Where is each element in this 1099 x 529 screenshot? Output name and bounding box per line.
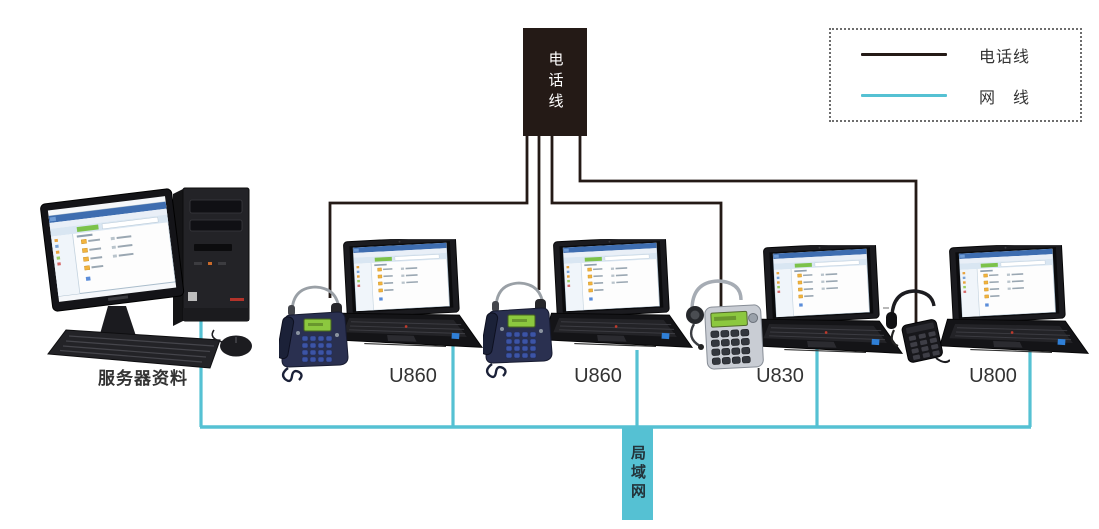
legend-item-network-line: 网 线 <box>861 84 1080 108</box>
phone-wire-u800 <box>578 136 918 336</box>
laptop-u830 <box>752 242 904 366</box>
phone-wire-u860-1 <box>328 136 529 298</box>
server-label: 服务器资料 <box>98 369 188 388</box>
server-monitor <box>40 188 185 312</box>
device-label-u830: U830 <box>756 365 804 387</box>
laptop-u860-1 <box>332 236 484 360</box>
phone-line-sample <box>861 53 947 56</box>
headset-phone-graphic <box>884 289 950 365</box>
lan-label: 局域网 <box>629 445 646 502</box>
phone-u860-1 <box>279 285 350 383</box>
phone-u800 <box>884 289 950 365</box>
device-label-u860-1: U860 <box>389 365 437 387</box>
laptop-graphic <box>334 236 482 347</box>
phone-u860-2 <box>483 281 554 379</box>
server-keyboard <box>47 329 221 369</box>
phone-line-hub-box: 电话线 <box>523 28 587 136</box>
device-label-u800: U800 <box>969 365 1017 387</box>
device-label-u860-2: U860 <box>574 365 622 387</box>
laptop-graphic <box>754 242 902 353</box>
phone-line-hub-label: 电话线 <box>546 50 564 114</box>
server-tower <box>173 187 250 326</box>
headset-phone-graphic <box>483 281 554 379</box>
legend-label-network-line: 网 线 <box>979 89 1031 107</box>
laptop-graphic <box>544 236 692 347</box>
legend-label-phone-line: 电话线 <box>979 48 1031 66</box>
laptop-u800 <box>938 242 1090 366</box>
headset-phone-graphic <box>684 279 766 372</box>
phone-u830 <box>684 279 766 372</box>
server-mouse <box>211 329 252 357</box>
laptop-u860-2 <box>542 236 694 360</box>
phone-wire-u830 <box>550 136 723 318</box>
laptop-graphic <box>940 242 1088 353</box>
server-workstation <box>40 187 252 369</box>
headset-phone-graphic <box>279 285 350 383</box>
legend-item-phone-line: 电话线 <box>861 43 1080 67</box>
legend: 电话线 网 线 <box>829 28 1082 122</box>
lan-box: 局域网 <box>622 427 653 520</box>
network-line-sample <box>861 94 947 97</box>
